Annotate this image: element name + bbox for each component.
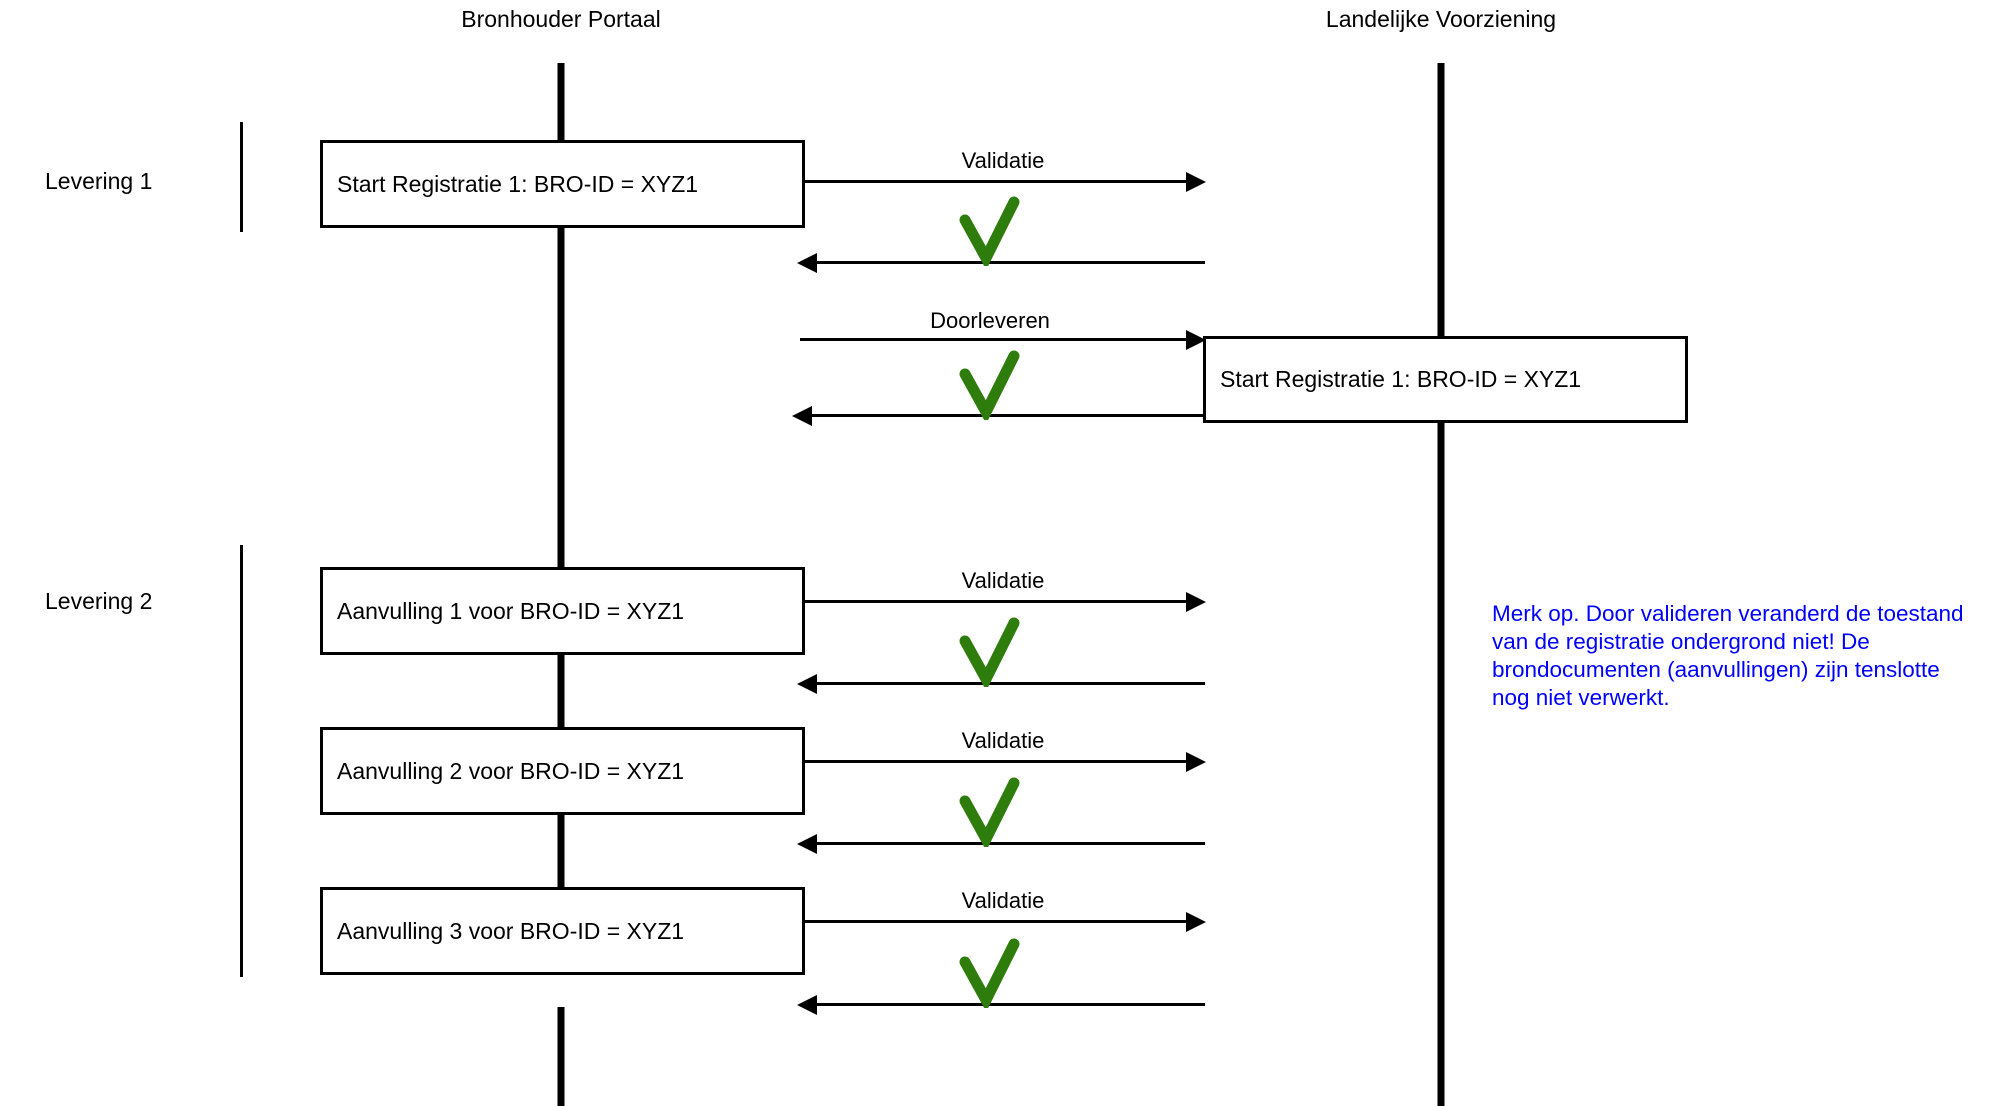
arrow-head-left-icon [797, 833, 817, 854]
arrow-head-left-icon [797, 994, 817, 1015]
message-arrow-validatie-4-response [805, 1003, 1205, 1006]
message-arrow-validatie-3-response [805, 842, 1205, 845]
message-arrow-validatie-3 [805, 760, 1190, 763]
lifeline-bronhouder-portaal-seg-1 [557, 63, 565, 140]
lifeline-title-landelijke-voorziening: Landelijke Voorziening [1325, 6, 1557, 32]
message-arrow-validatie-1 [805, 180, 1190, 183]
checkmark-ok-icon-1 [959, 196, 1021, 271]
arrow-head-left-icon [797, 673, 817, 694]
message-box-aanvulling-2[interactable]: Aanvulling 2 voor BRO-ID = XYZ1 [320, 727, 805, 815]
message-box-start-registratie-left[interactable]: Start Registratie 1: BRO-ID = XYZ1 [320, 140, 805, 228]
message-label-doorleveren: Doorleveren [930, 308, 1050, 333]
message-arrow-validatie-4 [805, 920, 1190, 923]
message-arrow-validatie-2 [805, 600, 1190, 603]
message-box-label: Aanvulling 3 voor BRO-ID = XYZ1 [337, 917, 685, 944]
group-label-levering-1: Levering 1 [45, 168, 153, 194]
message-arrow-validatie-1-response [805, 261, 1205, 264]
lifeline-bronhouder-portaal-seg-4 [557, 655, 565, 758]
arrow-head-right-icon [1186, 591, 1206, 612]
group-bracket-levering-1 [240, 122, 243, 232]
arrow-head-right-icon [1186, 329, 1206, 350]
arrow-head-right-icon [1186, 751, 1206, 772]
lifeline-landelijke-voorziening-seg-1 [1437, 63, 1445, 336]
message-box-aanvulling-3[interactable]: Aanvulling 3 voor BRO-ID = XYZ1 [320, 887, 805, 975]
message-box-label: Aanvulling 2 voor BRO-ID = XYZ1 [337, 757, 685, 784]
lifeline-bronhouder-portaal-seg-3 [557, 541, 565, 567]
note-line-2: van de registratie ondergrond niet! De [1492, 629, 1870, 654]
message-label-validatie-4: Validatie [961, 888, 1045, 913]
lifeline-title-bronhouder-portaal: Bronhouder Portaal [461, 6, 661, 32]
message-box-label: Start Registratie 1: BRO-ID = XYZ1 [337, 170, 699, 197]
note-line-1: Merk op. Door valideren veranderd de toe… [1492, 601, 1964, 626]
checkmark-ok-icon-3 [959, 617, 1021, 692]
message-arrow-doorleveren-response [800, 414, 1205, 417]
lifeline-bronhouder-portaal-seg-6 [557, 1007, 565, 1106]
arrow-head-right-icon [1186, 171, 1206, 192]
message-label-validatie-1: Validatie [961, 148, 1045, 173]
message-box-aanvulling-1[interactable]: Aanvulling 1 voor BRO-ID = XYZ1 [320, 567, 805, 655]
arrow-head-right-icon [1186, 911, 1206, 932]
group-label-levering-2: Levering 2 [45, 588, 153, 614]
message-box-label: Aanvulling 1 voor BRO-ID = XYZ1 [337, 597, 685, 624]
message-box-start-registratie-right[interactable]: Start Registratie 1: BRO-ID = XYZ1 [1203, 336, 1688, 423]
note-line-4: nog niet verwerkt. [1492, 685, 1670, 710]
lifeline-bronhouder-portaal-seg-5 [557, 783, 565, 910]
note-validatie: Merk op. Door valideren veranderd de toe… [1492, 600, 2002, 712]
arrow-head-left-icon [792, 405, 812, 426]
arrow-head-left-icon [797, 252, 817, 273]
note-line-3: brondocumenten (aanvullingen) zijn tensl… [1492, 657, 1940, 682]
checkmark-ok-icon-4 [959, 777, 1021, 852]
message-label-validatie-3: Validatie [961, 728, 1045, 753]
group-bracket-levering-2 [240, 545, 243, 977]
lifeline-landelijke-voorziening-seg-2 [1437, 423, 1445, 1106]
checkmark-ok-icon-2 [959, 350, 1021, 425]
message-arrow-validatie-2-response [805, 682, 1205, 685]
message-arrow-doorleveren [800, 338, 1190, 341]
message-label-validatie-2: Validatie [961, 568, 1045, 593]
message-box-label: Start Registratie 1: BRO-ID = XYZ1 [1220, 366, 1582, 392]
checkmark-ok-icon-5 [959, 938, 1021, 1013]
lifeline-bronhouder-portaal-seg-2 [557, 228, 565, 541]
